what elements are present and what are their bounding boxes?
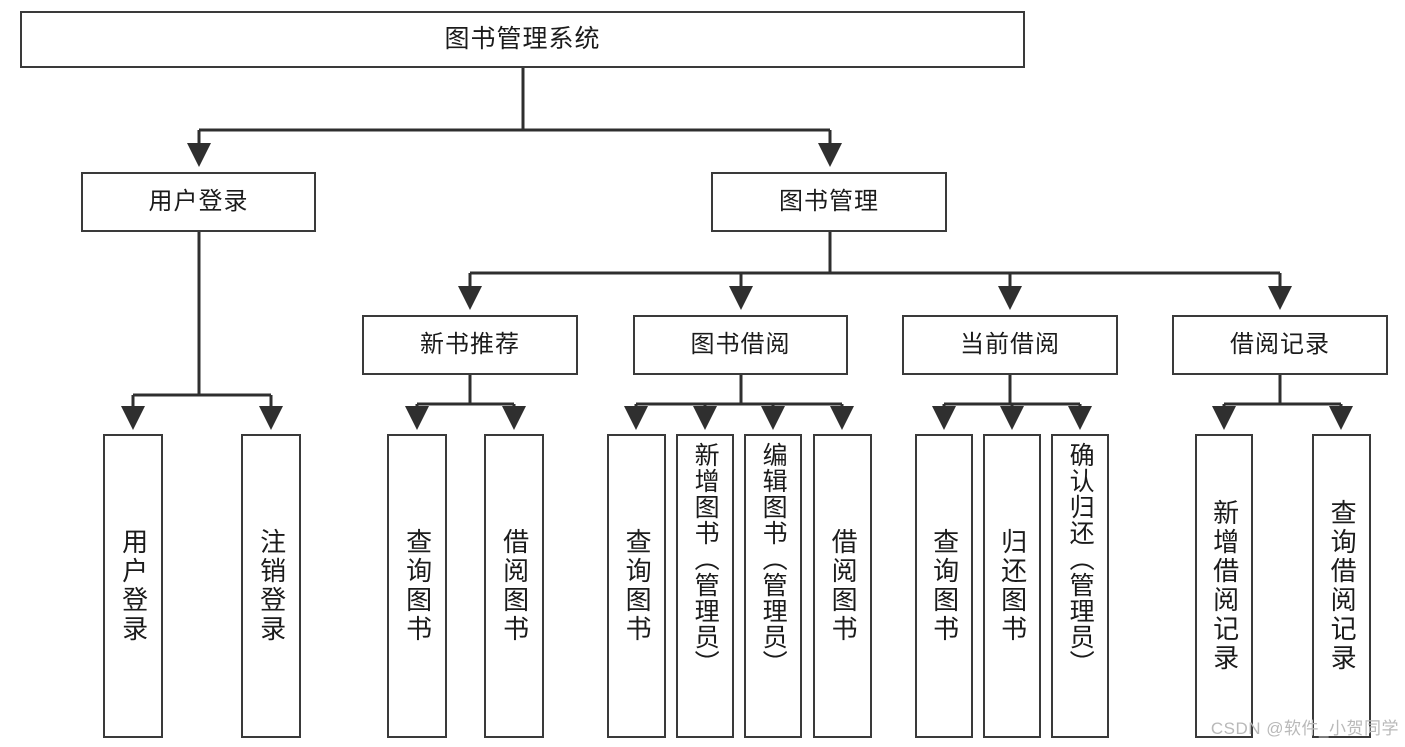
node-root-label: 图书管理系统 bbox=[444, 25, 601, 54]
node-leaf-query-book-2[interactable]: 查询图书 bbox=[607, 434, 666, 738]
node-new-book-recommend-label: 新书推荐 bbox=[420, 331, 520, 359]
node-leaf-borrow-book-1-label: 借阅图书 bbox=[499, 528, 530, 644]
node-leaf-borrow-book-1[interactable]: 借阅图书 bbox=[484, 434, 544, 738]
node-book-borrow[interactable]: 图书借阅 bbox=[633, 315, 848, 375]
node-user-login-label: 用户登录 bbox=[148, 188, 249, 216]
node-user-login[interactable]: 用户登录 bbox=[81, 172, 316, 232]
node-current-borrow-label: 当前借阅 bbox=[960, 331, 1060, 359]
node-book-manage[interactable]: 图书管理 bbox=[711, 172, 947, 232]
node-leaf-query-book-1[interactable]: 查询图书 bbox=[387, 434, 447, 738]
node-leaf-query-book-1-label: 查询图书 bbox=[402, 528, 433, 644]
node-leaf-user-login[interactable]: 用户登录 bbox=[103, 434, 163, 738]
node-leaf-borrow-book-2[interactable]: 借阅图书 bbox=[813, 434, 872, 738]
node-leaf-query-record[interactable]: 查询借阅记录 bbox=[1312, 434, 1371, 738]
node-borrow-record-label: 借阅记录 bbox=[1230, 331, 1330, 359]
node-borrow-record[interactable]: 借阅记录 bbox=[1172, 315, 1388, 375]
node-leaf-borrow-book-2-label: 借阅图书 bbox=[828, 528, 859, 644]
node-book-manage-label: 图书管理 bbox=[779, 188, 879, 216]
node-leaf-add-book[interactable]: 新增图书（管理员） bbox=[676, 434, 734, 738]
node-leaf-add-record-label: 新增借阅记录 bbox=[1209, 499, 1240, 673]
node-leaf-confirm-return[interactable]: 确认归还（管理员） bbox=[1051, 434, 1109, 738]
node-leaf-add-book-label: 新增图书（管理员） bbox=[691, 442, 720, 676]
node-leaf-logout[interactable]: 注销登录 bbox=[241, 434, 301, 738]
node-leaf-user-login-label: 用户登录 bbox=[118, 528, 149, 644]
node-leaf-query-book-3-label: 查询图书 bbox=[929, 528, 960, 644]
node-leaf-query-record-label: 查询借阅记录 bbox=[1327, 499, 1358, 673]
node-root[interactable]: 图书管理系统 bbox=[20, 11, 1025, 68]
node-leaf-return-book-label: 归还图书 bbox=[997, 528, 1028, 644]
node-current-borrow[interactable]: 当前借阅 bbox=[902, 315, 1118, 375]
node-leaf-add-record[interactable]: 新增借阅记录 bbox=[1195, 434, 1253, 738]
node-leaf-query-book-3[interactable]: 查询图书 bbox=[915, 434, 973, 738]
node-book-borrow-label: 图书借阅 bbox=[690, 331, 791, 359]
node-leaf-query-book-2-label: 查询图书 bbox=[622, 528, 653, 644]
node-leaf-edit-book[interactable]: 编辑图书（管理员） bbox=[744, 434, 802, 738]
node-leaf-logout-label: 注销登录 bbox=[256, 528, 287, 644]
node-new-book-recommend[interactable]: 新书推荐 bbox=[362, 315, 578, 375]
node-leaf-edit-book-label: 编辑图书（管理员） bbox=[759, 442, 788, 676]
node-leaf-confirm-return-label: 确认归还（管理员） bbox=[1066, 442, 1095, 676]
csdn-watermark: CSDN @软件_小贺同学 bbox=[1210, 719, 1399, 738]
node-leaf-return-book[interactable]: 归还图书 bbox=[983, 434, 1041, 738]
